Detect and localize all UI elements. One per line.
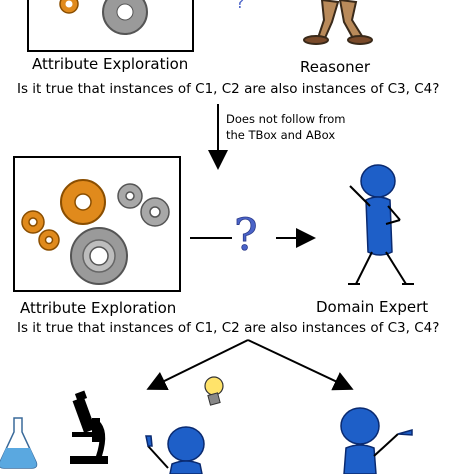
gear-icon [60,179,106,225]
question-mark-icon: ? [234,210,258,261]
domain-expert-label: Domain Expert [316,298,429,316]
left-figure-icon [145,426,205,474]
right-figure-icon [340,407,413,474]
flask-icon [0,417,38,469]
middle-gears-illustration [21,179,170,285]
gear-icon [59,0,79,14]
arrow-right-branch [247,339,354,391]
middle-question-text: Is it true that instances of C1, C2 are … [17,320,440,336]
reasoner-figure-icon [303,0,373,45]
light-bulb-icon [204,376,224,406]
gear-icon [70,227,128,285]
top-question-text: Is it true that instances of C1, C2 are … [17,81,440,97]
arrow-note-line-2: the TBox and ABox [226,128,336,142]
gear-icon [117,183,143,209]
gear-icon [21,210,45,234]
middle-attribute-exploration-box [13,156,181,292]
middle-box-label: Attribute Exploration [20,299,177,317]
arrow-left-branch [146,339,249,390]
top-box-label: Attribute Exploration [32,55,189,73]
question-mark-icon: ? [236,0,245,12]
arrow-note: Does not follow from the TBox and ABox [226,111,345,143]
domain-expert-figure-icon [348,164,414,285]
top-attribute-exploration-box [27,0,194,52]
gear-icon [102,0,148,35]
gear-icon [38,229,60,251]
microscope-icon [70,390,108,464]
reasoner-label: Reasoner [300,58,371,76]
top-gears-illustration [59,0,148,35]
arrow-note-line-1: Does not follow from [226,112,346,126]
gear-icon [140,197,170,227]
